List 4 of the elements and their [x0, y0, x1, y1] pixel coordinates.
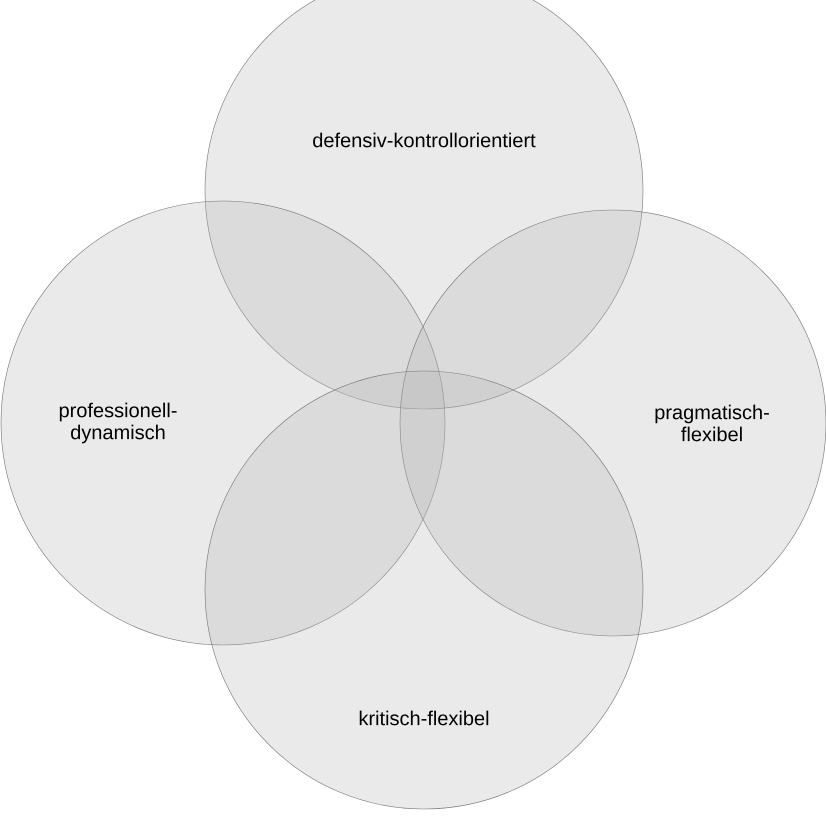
- circle-label: defensiv-kontrollorientiert: [313, 132, 536, 148]
- circle-label: pragmatisch-flexibel: [656, 404, 769, 442]
- circle-label: kritisch-flexibel: [360, 710, 488, 726]
- circle-label: professionell-dynamisch: [60, 402, 177, 444]
